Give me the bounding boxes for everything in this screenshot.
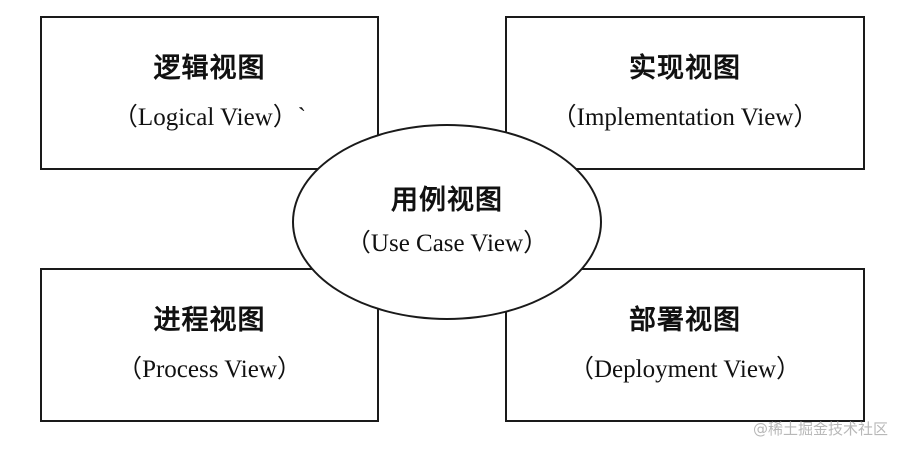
watermark-text: @稀土掘金技术社区 bbox=[752, 420, 888, 438]
use-case-view-title: 用例视图 bbox=[391, 184, 503, 216]
process-view-title: 进程视图 bbox=[153, 304, 266, 336]
logical-view-subtitle: （Logical View）` bbox=[112, 104, 307, 132]
process-view-box: 进程视图 （Process View） bbox=[40, 268, 379, 422]
logical-view-title: 逻辑视图 bbox=[153, 52, 266, 84]
use-case-view-ellipse: 用例视图 （Use Case View） bbox=[292, 124, 602, 320]
deployment-view-box: 部署视图 （Deployment View） bbox=[505, 268, 865, 422]
process-view-subtitle: （Process View） bbox=[117, 356, 302, 384]
use-case-view-subtitle: （Use Case View） bbox=[345, 230, 549, 258]
deployment-view-title: 部署视图 bbox=[629, 304, 741, 336]
implementation-view-title: 实现视图 bbox=[629, 52, 741, 84]
logical-view-box: 逻辑视图 （Logical View）` bbox=[40, 16, 379, 170]
implementation-view-subtitle: （Implementation View） bbox=[551, 104, 819, 132]
deployment-view-subtitle: （Deployment View） bbox=[568, 356, 802, 384]
implementation-view-box: 实现视图 （Implementation View） bbox=[505, 16, 865, 170]
